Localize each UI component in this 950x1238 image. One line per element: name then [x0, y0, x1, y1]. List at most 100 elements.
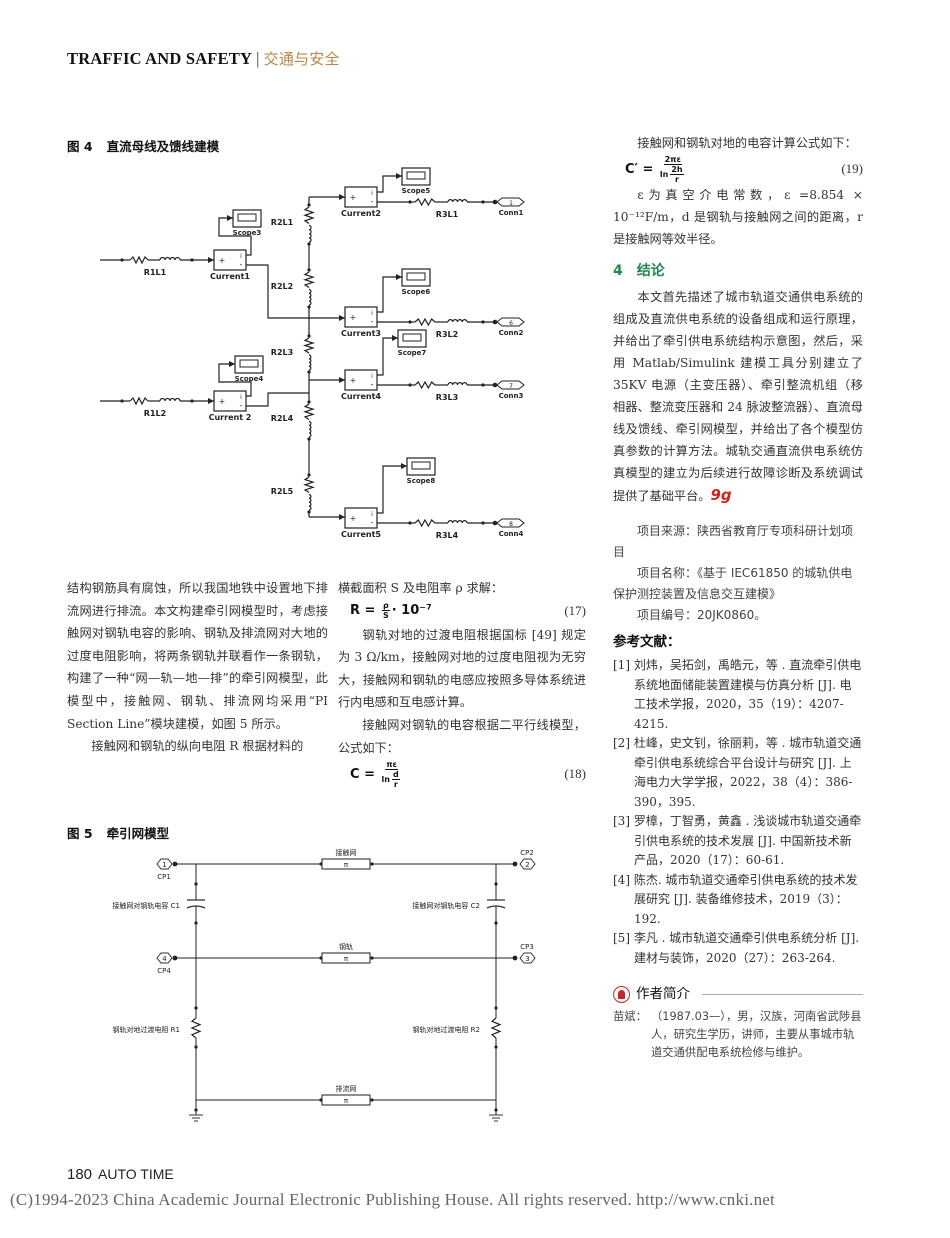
label-r2l5: R2L5: [271, 487, 294, 496]
scope-screen: [411, 461, 431, 470]
section-title: 结论: [636, 263, 665, 279]
label-scope5: Scope5: [402, 187, 431, 195]
label-conn2: Conn2: [499, 329, 524, 337]
arrow-head: [401, 463, 407, 469]
wire: [218, 363, 252, 397]
port-cp3: [519, 952, 536, 964]
port-number: 7: [509, 383, 513, 390]
scope-scope5: [401, 167, 431, 186]
eq18-den: ln: [381, 774, 390, 784]
header-separator: |: [256, 49, 260, 68]
node-dot: [494, 921, 498, 925]
copyright-notice: (C)1994-2023 China Academic Journal Elec…: [10, 1190, 775, 1209]
arrow-head: [396, 173, 402, 179]
label-conn1: Conn1: [499, 209, 524, 217]
references-title: 参考文献：: [613, 634, 681, 650]
minus-sign: -: [240, 401, 243, 410]
i-sign: i: [240, 394, 242, 401]
node-dot: [319, 1098, 323, 1102]
label-scope6: Scope6: [402, 288, 431, 296]
label-cp4: CP4: [157, 967, 171, 975]
author-name: 苗斌：: [613, 1010, 647, 1023]
arrow-head: [339, 194, 345, 200]
wire: [377, 276, 402, 313]
connection-port-conn4: [496, 518, 525, 528]
project-number: 项目编号：20JK0860。: [637, 608, 767, 622]
label-catenary: 接触网: [336, 848, 357, 857]
middle-paragraph-1: 横截面积 S 及电阻率 ρ 求解：: [338, 581, 504, 595]
plus-sign: +: [350, 376, 357, 385]
label-r1: 钢轨对地过渡电阻 R1: [112, 1025, 180, 1034]
eq17-lhs: R =: [350, 603, 376, 619]
i-sign: i: [371, 190, 373, 197]
node-dot: [307, 203, 311, 207]
node-dot: [194, 1045, 198, 1049]
eq18-d: d: [391, 769, 400, 780]
reference-item: [5] 李凡 . 城市轨道交通牵引供电系统分析 [J]. 建材与装饰，2020（…: [613, 931, 860, 965]
label-r3l2: R3L2: [436, 330, 458, 339]
resistor-r3l3: [414, 380, 436, 390]
wire: [377, 175, 402, 193]
project-info: 项目来源：陕西省教育厅专项科研计划项目 项目名称：《基于 IEC61850 的城…: [613, 521, 863, 626]
node-dot: [494, 1045, 498, 1049]
resistor-r2l1: [303, 206, 315, 224]
project-source: 项目来源：陕西省教育厅专项科研计划项目: [613, 524, 854, 559]
port-number: 3: [525, 955, 529, 963]
label-c1: 接触网对钢轨电容 C1: [112, 901, 180, 910]
terminal-dot: [492, 520, 498, 526]
section-number: 4: [613, 263, 623, 279]
node-dot: [307, 268, 311, 272]
arrow-head: [339, 514, 345, 520]
node-dot: [307, 437, 311, 441]
reference-item: [3] 罗樟，丁智勇，黄鑫 . 浅谈城市轨道交通牵引供电系统的技术发展 [J].…: [613, 814, 862, 867]
node-dot: [194, 882, 198, 886]
resistor-r3l1: [414, 197, 436, 207]
inductor-r2l5: [308, 493, 312, 511]
connection-port-conn1: [496, 197, 525, 207]
port-number: 1: [509, 200, 513, 207]
arrow-head: [227, 215, 233, 221]
right-paragraph-2: ε为真空介电常数，ε =8.854 × 10⁻¹²F/m，d 是钢轨与接触网之间…: [613, 188, 863, 246]
right-paragraph-1: 接触网和钢轨对地的电容计算公式如下：: [637, 136, 857, 150]
journal-title-cn: 交通与安全: [263, 50, 340, 68]
inductor-r3l4: [447, 520, 468, 524]
author-intro-heading: 作者简介: [613, 984, 863, 1004]
terminal-dot: [512, 955, 518, 961]
node-dot: [494, 882, 498, 886]
scope-screen: [406, 171, 426, 180]
minus-sign: -: [240, 260, 243, 269]
eq18-number: (18): [564, 765, 586, 781]
label-scope8: Scope8: [407, 477, 436, 485]
scope-screen: [406, 272, 426, 281]
label-current4: Current4: [341, 392, 381, 401]
inductor-r2l1: [308, 224, 312, 243]
author-bio: 苗斌： （1987.03—），男，汉族，河南省武陟县人，研究生学历，讲师，主要从…: [613, 1008, 863, 1062]
arrow-head: [208, 257, 214, 263]
end-mark-logo: 9g: [710, 486, 732, 504]
arrow-head: [392, 335, 398, 341]
eq19-2h: 2h: [670, 164, 684, 175]
node-dot: [481, 383, 485, 387]
minus-sign: -: [371, 197, 374, 206]
figure4-diagram: R2L1R2L2R2L3R2L4R2L5+i-Current2Scope5R3L…: [100, 167, 525, 540]
node-dot: [194, 1108, 198, 1112]
i-sign: i: [240, 253, 242, 260]
resistor-r2l5: [303, 476, 315, 494]
label-scope4: Scope4: [235, 375, 264, 383]
minus-sign: -: [371, 317, 374, 326]
port-number: 4: [162, 955, 167, 963]
node-dot: [307, 242, 311, 246]
label-scope3: Scope3: [233, 229, 262, 237]
label-current3: Current3: [341, 329, 381, 338]
label-r2l1: R2L1: [271, 218, 294, 227]
person-icon: [613, 985, 630, 1003]
middle-paragraph-3: 接触网对钢轨的电容根据二平行线模型，公式如下：: [338, 717, 586, 755]
arrow-head: [339, 315, 345, 321]
label-r3l3: R3L3: [436, 393, 458, 402]
label-c2: 接触网对钢轨电容 C2: [412, 901, 480, 910]
